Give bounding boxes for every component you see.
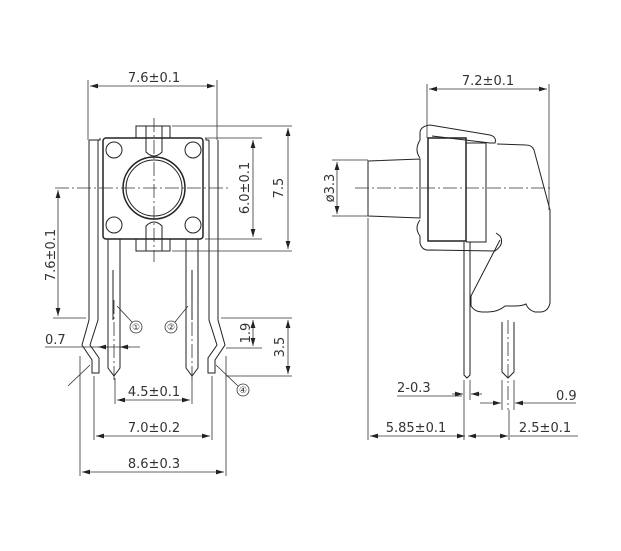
dim-plunger-dia: ø3.3: [323, 174, 338, 203]
dim-pin-pitch: 4.5±0.1: [128, 385, 180, 400]
dim-kink-offset: 0.7: [45, 333, 66, 348]
dim-body-height: 6.0±0.1: [238, 162, 253, 214]
side-view: 7.2±0.1 ø3.3 2-0.3 0.9 5.85±0.1 2.5±0.1: [323, 74, 578, 440]
dim-offset-plunger: 5.85±0.1: [386, 421, 447, 436]
dim-pin-length: 7.6±0.1: [44, 229, 59, 281]
dim-overall-height: 7.5: [272, 178, 287, 199]
dim-offset-pin: 2.5±0.1: [519, 421, 571, 436]
dim-frame-outer: 8.6±0.3: [128, 457, 180, 472]
pin-label-1: ①: [132, 323, 140, 333]
dim-kink-height: 1.9: [239, 323, 254, 344]
dim-depth: 7.2±0.1: [462, 74, 514, 89]
pin-label-4: ④: [239, 386, 247, 396]
pin-label-2: ②: [167, 323, 175, 333]
dim-tip-height: 3.5: [273, 337, 288, 358]
dim-pin-width: 0.9: [556, 389, 577, 404]
dim-width-top: 7.6±0.1: [128, 71, 180, 86]
dim-pin-thickness: 2-0.3: [397, 381, 431, 396]
dim-frame-inner: 7.0±0.2: [128, 421, 180, 436]
front-view: 7.6±0.1 6.0±0.1 7.5 7.6±0.1 0.7 1.9 3.5 …: [44, 71, 292, 476]
